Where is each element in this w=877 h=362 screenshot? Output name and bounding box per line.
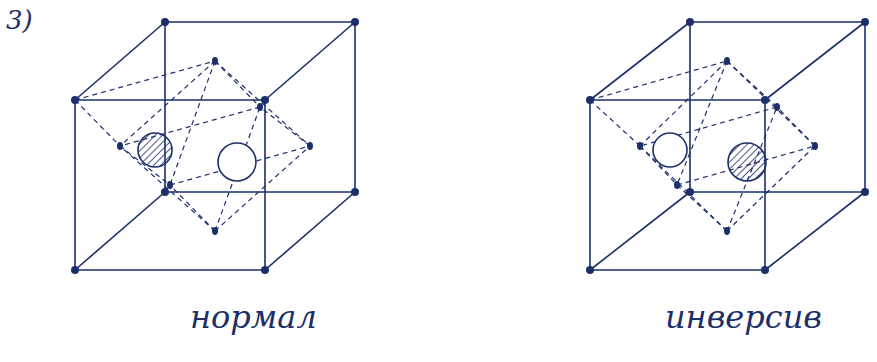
hatched-cation [728, 143, 766, 181]
unit-cell-cube [590, 22, 865, 270]
open-cation [218, 143, 256, 181]
caption-label: инверсив [665, 300, 822, 335]
item-number: 3) [6, 6, 33, 35]
unit-cell-cube [75, 22, 355, 270]
octahedron-dashed [590, 61, 815, 231]
atom-dots [71, 18, 359, 274]
open-cation [653, 133, 687, 167]
hatched-cation [138, 133, 172, 167]
octahedron-dashed [75, 61, 310, 231]
caption-label: нормал [190, 300, 317, 335]
atom-dots [586, 18, 869, 274]
